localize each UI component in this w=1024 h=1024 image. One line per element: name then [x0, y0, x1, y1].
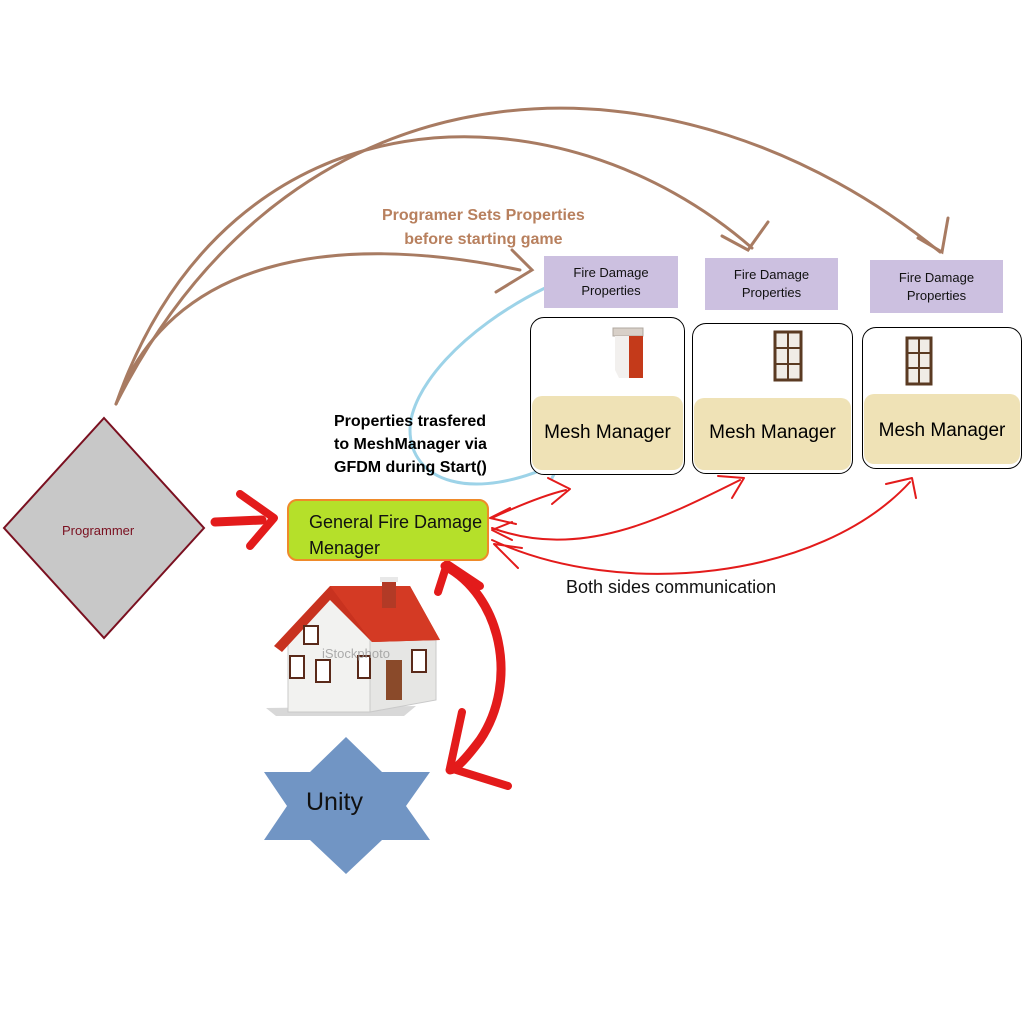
- house-watermark: iStockphoto: [322, 646, 390, 661]
- note-sets-line1: Programer Sets Properties: [382, 207, 585, 224]
- mesh-manager-band: [532, 396, 683, 470]
- brown-arrowhead-2: [720, 220, 770, 252]
- gfdm-line1: General Fire Damage: [309, 512, 483, 532]
- gfdm-label: General Fire Damage Menager: [309, 509, 482, 561]
- programmer-diamond: [2, 416, 206, 640]
- general-fire-damage-manager-box: General Fire Damage Menager: [287, 499, 489, 561]
- window-icon: [905, 336, 933, 386]
- red-arrowhead-unity: [446, 708, 512, 790]
- brown-arrows: [114, 106, 950, 406]
- red-arrowhead-mesh-3: [885, 477, 917, 499]
- mesh-manager-box-1: Mesh Manager: [530, 317, 685, 475]
- unity-star: [264, 737, 430, 874]
- mesh-manager-band: [694, 398, 851, 470]
- note-transfer-line1: Properties trasfered: [334, 413, 487, 430]
- mesh-manager-label: Mesh Manager: [709, 422, 836, 443]
- red-arrow-to-mesh-2: [491, 479, 741, 541]
- unity-label: Unity: [306, 788, 363, 816]
- note-transfer: Properties trasfered to MeshManager via …: [334, 410, 487, 479]
- fdp-line2: Properties: [581, 283, 641, 298]
- window-icon: [773, 330, 803, 382]
- brown-arrowhead-3: [916, 216, 950, 255]
- red-arrowhead-gfdm-3: [493, 543, 523, 569]
- red-arrow-to-mesh-3: [491, 481, 911, 575]
- red-arrowhead-mesh-2: [717, 475, 745, 499]
- note-transfer-line3: GFDM during Start(): [334, 459, 487, 476]
- brown-arrowhead-1: [494, 248, 535, 294]
- brown-arrow-to-properties-1: [114, 252, 522, 406]
- programmer-label: Programmer: [62, 523, 135, 538]
- fdp-line2: Properties: [906, 287, 967, 303]
- red-arrowhead-gfdm-2: [491, 521, 513, 541]
- mesh-manager-band: [864, 394, 1020, 464]
- mesh-manager-box-2: Mesh Manager: [692, 323, 853, 474]
- fdp-line2: Properties: [741, 285, 802, 300]
- red-arrows: [210, 475, 917, 790]
- brown-arrow-to-properties-3: [114, 106, 942, 406]
- both-sides-communication-label: Both sides communication: [566, 577, 777, 597]
- red-arrow-unity-gfdm: [440, 561, 506, 775]
- red-arrowhead-gfdm-top: [434, 560, 484, 596]
- red-arrowhead-programmer: [236, 490, 278, 550]
- fdp-line1: Fire Damage: [733, 267, 810, 282]
- note-sets-properties: Programer Sets Properties before startin…: [382, 204, 585, 252]
- note-sets-line2: before starting game: [404, 231, 563, 248]
- mesh-manager-box-3: Mesh Manager: [862, 327, 1022, 469]
- mesh-manager-label: Mesh Manager: [878, 420, 1006, 441]
- red-arrow-to-mesh-1: [491, 489, 567, 519]
- red-arrow-programmer-to-gfdm: [210, 515, 267, 527]
- house-image: iStockphoto: [266, 577, 440, 716]
- fdp-line1: Fire Damage: [573, 265, 649, 280]
- note-transfer-line2: to MeshManager via: [334, 436, 487, 453]
- red-arrowhead-gfdm-1: [489, 507, 517, 525]
- fdp-line1: Fire Damage: [898, 269, 975, 285]
- brown-arrow-to-properties-2: [114, 135, 754, 406]
- chimney-icon: [612, 327, 644, 378]
- gfdm-line2: Menager: [309, 538, 381, 558]
- mesh-manager-label: Mesh Manager: [544, 422, 671, 443]
- red-arrowhead-mesh-1: [547, 477, 571, 505]
